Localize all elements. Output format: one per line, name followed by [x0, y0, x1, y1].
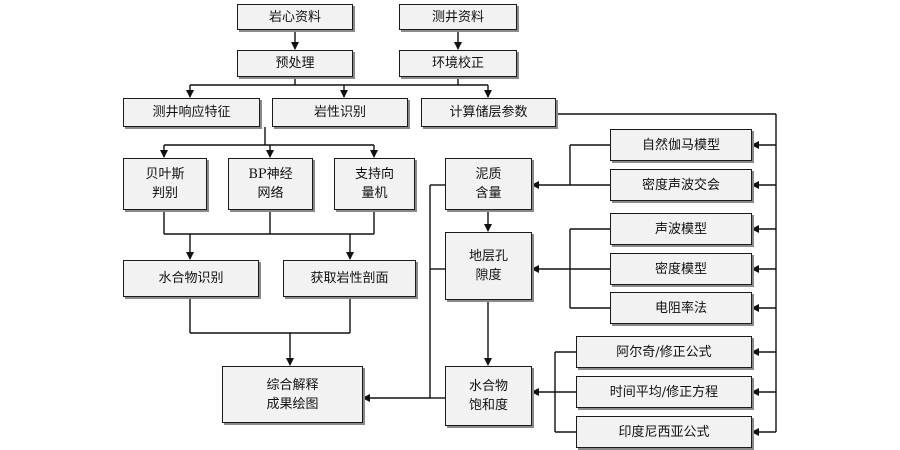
log-data-box: 测井资料	[399, 4, 517, 30]
time-average-box: 时间平均/修正方程	[576, 376, 752, 408]
density-model-box: 密度模型	[610, 253, 752, 285]
lithology-id-box: 岩性识别	[272, 98, 408, 127]
bp-network-box: BP神经网络	[228, 158, 313, 210]
density-sonic-box: 密度声波交会	[610, 169, 752, 201]
resistivity-box: 电阻率法	[610, 292, 752, 324]
preprocess-box: 预处理	[237, 50, 353, 77]
lith-profile-box: 获取岩性剖面	[283, 260, 416, 297]
archie-box: 阿尔奇/修正公式	[576, 336, 752, 368]
env-correction-box: 环境校正	[399, 50, 517, 77]
reservoir-params-box: 计算储层参数	[421, 98, 556, 127]
core-data-box: 岩心资料	[237, 4, 353, 30]
porosity-box: 地层孔隙度	[445, 232, 532, 300]
hydrate-id-box: 水合物识别	[123, 260, 259, 297]
bayes-box: 贝叶斯判别	[123, 158, 207, 210]
saturation-box: 水合物饱和度	[445, 366, 532, 426]
result-map-box: 综合解释成果绘图	[222, 366, 363, 423]
svm-box: 支持向量机	[334, 158, 415, 210]
log-response-box: 测井响应特征	[123, 98, 260, 127]
sonic-model-box: 声波模型	[610, 213, 752, 245]
indonesia-box: 印度尼西亚公式	[576, 416, 752, 448]
gamma-model-box: 自然伽马模型	[610, 129, 752, 161]
shale-content-box: 泥质含量	[445, 158, 532, 210]
